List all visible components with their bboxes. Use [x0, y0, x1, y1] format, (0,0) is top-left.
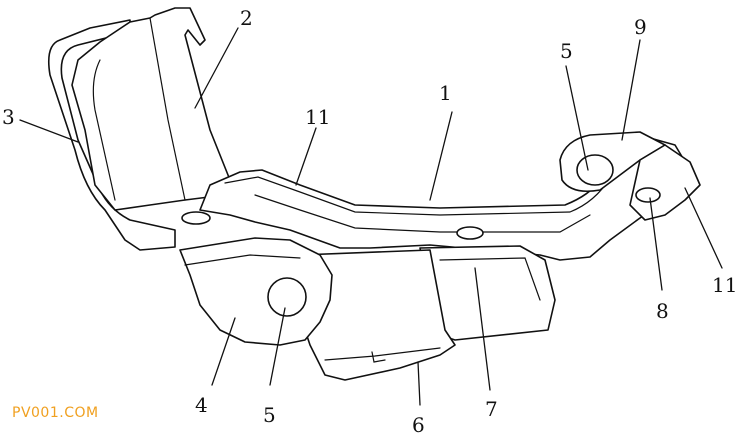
- leader-4: [211, 317, 236, 386]
- label-4: 4: [195, 393, 208, 417]
- label-5-top: 5: [560, 39, 573, 63]
- part-4-hole-5: [267, 277, 307, 317]
- part-6-lower-edge: [324, 347, 441, 361]
- part-1-mount-hole-center: [456, 226, 484, 240]
- leader-6: [417, 361, 421, 406]
- part-8-slot: [635, 187, 661, 203]
- part-4-top-edge: [184, 254, 301, 266]
- leader-3: [19, 119, 79, 143]
- label-11-right: 11: [712, 273, 737, 297]
- part-1-mount-hole-left: [181, 211, 211, 225]
- part-4-left-ear: [179, 237, 333, 346]
- leader-8: [649, 197, 663, 291]
- label-8: 8: [656, 299, 669, 323]
- label-1: 1: [439, 81, 452, 105]
- leader-7: [474, 267, 491, 391]
- label-7: 7: [485, 397, 498, 421]
- leader-2: [194, 27, 239, 109]
- part-7-fold-line: [439, 257, 541, 301]
- watermark-text: PV001.COM: [12, 405, 99, 421]
- part-11-rib-line: [254, 194, 591, 233]
- part-6-notch: [371, 351, 386, 363]
- label-5-bottom: 5: [263, 403, 276, 427]
- leader-9: [621, 39, 641, 141]
- leader-11b: [684, 187, 723, 269]
- part-2-inner-edge: [92, 59, 116, 201]
- label-11-top: 11: [305, 105, 330, 129]
- leader-1: [429, 111, 453, 201]
- label-3: 3: [2, 105, 15, 129]
- leader-5a: [565, 65, 589, 171]
- label-2: 2: [240, 6, 253, 30]
- part-9-hole-5: [576, 154, 614, 186]
- part-3-flange: [47, 19, 176, 251]
- label-6: 6: [412, 413, 425, 437]
- leader-5b: [269, 307, 286, 386]
- label-9: 9: [634, 15, 647, 39]
- part-2-fold-line: [149, 17, 186, 201]
- leader-11a: [295, 127, 317, 186]
